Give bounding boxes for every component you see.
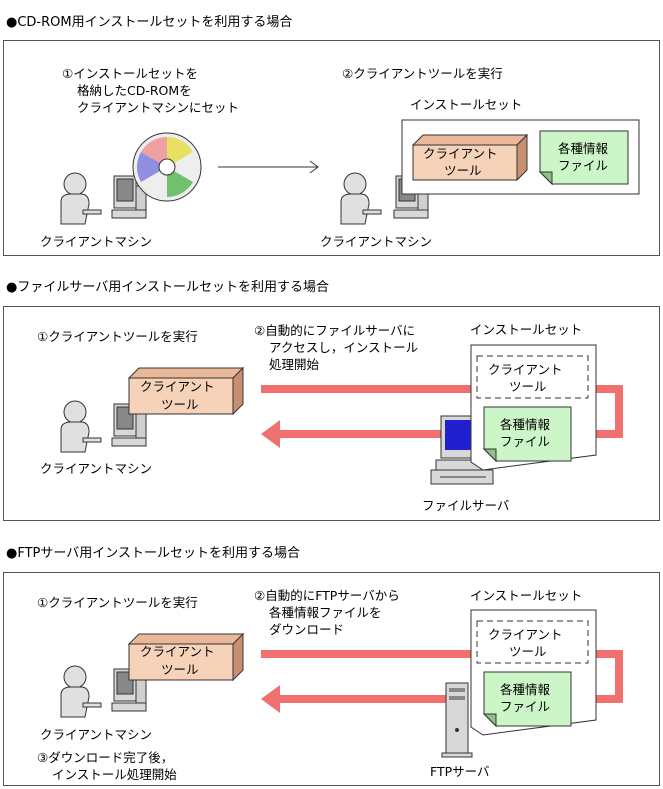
info-file-icon: [482, 406, 572, 463]
info-file-label: ファイル: [558, 158, 609, 173]
section-title-ftp: ●FTPサーバ用インストールセットを利用する場合: [6, 546, 300, 561]
step1-line3: クライアントマシンにセット: [77, 100, 240, 115]
client-tool-label: クライアント: [140, 644, 215, 659]
remote-tool-box: [476, 620, 589, 664]
remote-tool-box: [476, 355, 589, 399]
remote-tool-label: ツール: [509, 644, 547, 659]
panel-ftp: [3, 572, 660, 786]
cdrom-icon: [132, 132, 202, 202]
step3-line1: ③ダウンロード完了後，: [37, 750, 174, 765]
person-icon: [340, 172, 382, 225]
client-machine-label: クライアントマシン: [40, 234, 153, 249]
flow-arrow: [261, 650, 623, 713]
person-icon: [60, 172, 102, 225]
info-file-label: ファイル: [500, 699, 551, 714]
client-tool-label: ツール: [161, 662, 199, 677]
client-tool-label: クライアント: [140, 379, 215, 394]
remote-tool-label: クライアント: [488, 362, 563, 377]
step2-line1: ②自動的にFTPサーバから: [254, 588, 400, 603]
client-tool-label: クライアント: [423, 146, 498, 161]
remote-tool-label: ツール: [509, 379, 547, 394]
section-title-fileserver: ●ファイルサーバ用インストールセットを利用する場合: [6, 280, 329, 295]
client-machine-label: クライアントマシン: [40, 461, 153, 476]
flow-arrow: [261, 385, 623, 448]
install-set-label: インストールセット: [410, 97, 523, 112]
section-title-cdrom: ●CD-ROM用インストールセットを利用する場合: [6, 15, 293, 30]
client-machine-label: クライアントマシン: [320, 234, 433, 249]
info-file-icon: [482, 671, 572, 728]
ftp-server-icon: [441, 682, 473, 758]
file-server-label: ファイルサーバ: [422, 498, 510, 513]
step1-line2: 格納したCD-ROMを: [77, 83, 192, 98]
install-set-label: インストールセット: [470, 588, 583, 603]
info-file-label: 各種情報: [558, 141, 609, 156]
client-tool-box: [411, 133, 529, 182]
client-tool-box: [127, 632, 245, 682]
step2-line2: 各種情報ファイルを: [269, 605, 382, 620]
client-tool-label: ツール: [444, 163, 482, 178]
step1-label: ①クライアントツールを実行: [37, 595, 198, 610]
step1-line1: ①インストールセットを: [62, 66, 198, 81]
panel-fileserver: [3, 306, 660, 521]
step2-line2: アクセスし，インストール: [269, 340, 419, 355]
info-file-label: 各種情報: [500, 417, 551, 432]
step2-line1: ②自動的にファイルサーバに: [254, 323, 416, 338]
client-machine-label: クライアントマシン: [40, 727, 153, 742]
install-set-label: インストールセット: [470, 322, 583, 337]
ftp-server-label: FTPサーバ: [430, 764, 490, 779]
step1-label: ①クライアントツールを実行: [37, 329, 198, 344]
info-file-icon: [538, 130, 629, 186]
step2-line3: 処理開始: [269, 357, 320, 372]
info-file-label: 各種情報: [500, 682, 551, 697]
step3-line2: インストール処理開始: [52, 767, 177, 782]
remote-tool-label: クライアント: [488, 627, 563, 642]
step2-label: ②クライアントツールを実行: [342, 66, 503, 81]
info-file-label: ファイル: [500, 434, 551, 449]
client-tool-label: ツール: [161, 397, 199, 412]
arrow-icon: [218, 160, 319, 174]
client-tool-box: [127, 366, 245, 416]
step2-line3: ダウンロード: [269, 622, 345, 637]
